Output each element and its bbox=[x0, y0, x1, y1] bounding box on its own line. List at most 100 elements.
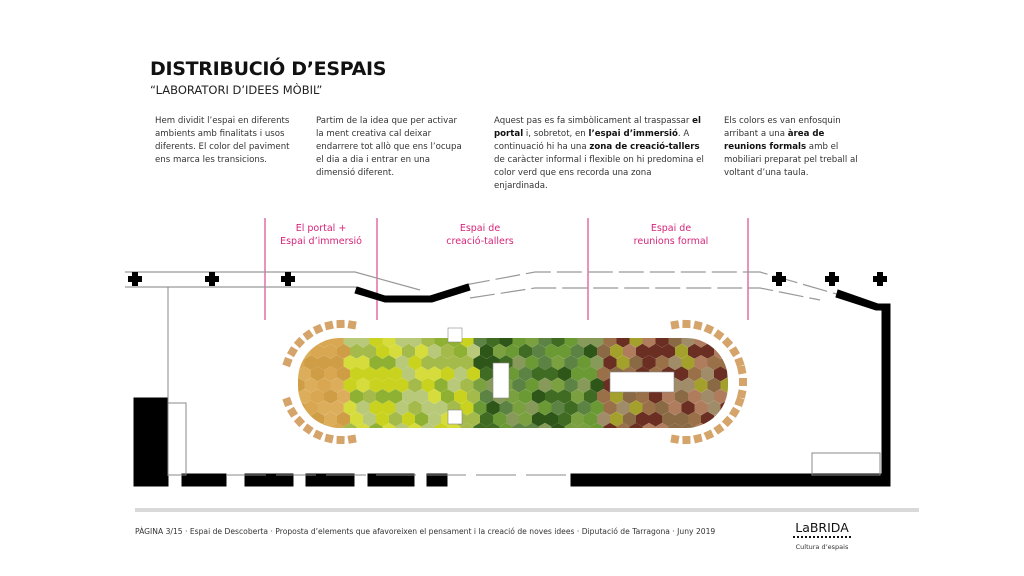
floor-hex-tile bbox=[747, 378, 760, 393]
bench-seat bbox=[734, 396, 745, 407]
bench-seat bbox=[302, 329, 314, 341]
floor-hex-tile bbox=[597, 389, 610, 404]
floor-hex-tile bbox=[356, 422, 370, 428]
floor-hex-tile bbox=[701, 343, 714, 359]
floor-hex-tile bbox=[623, 411, 636, 427]
floor-hex-tile bbox=[330, 355, 344, 371]
floor-hex-tile bbox=[590, 338, 604, 348]
floor-hex-tile bbox=[363, 411, 376, 427]
bench-seat bbox=[302, 423, 314, 435]
table bbox=[492, 362, 510, 399]
floor-hex-tile bbox=[441, 366, 454, 382]
zone-label-line: Espai de bbox=[459, 223, 501, 234]
floor-hex-tile bbox=[350, 411, 363, 427]
pillar-icon bbox=[772, 272, 786, 286]
floor-hex-tile bbox=[493, 411, 506, 427]
floor-hex-tile bbox=[395, 400, 409, 416]
floor-hex-tile bbox=[681, 400, 695, 416]
paragraph-1: Hem dividit l’espai en diferents ambient… bbox=[155, 115, 295, 167]
floor-hex-tile bbox=[714, 366, 727, 382]
paragraph-text: i, sobretot, en bbox=[523, 129, 589, 139]
floor-hex-tile bbox=[532, 343, 545, 359]
wall-bottom bbox=[181, 473, 227, 487]
floor-hex-tile bbox=[597, 366, 610, 382]
floor-hex-tile bbox=[668, 400, 682, 416]
floor-hex-tile bbox=[734, 333, 747, 348]
floor-hex-tile bbox=[324, 389, 337, 404]
floor-hex-tile bbox=[324, 366, 337, 382]
floor-hex-tile bbox=[616, 338, 630, 348]
floor-hex-tile bbox=[382, 355, 396, 371]
paragraph-text: Partim de la idea que per activar la men… bbox=[316, 116, 462, 178]
floor-hex-tile bbox=[493, 343, 506, 359]
floor-hex-tile bbox=[577, 422, 591, 428]
floor-hex-tile bbox=[545, 411, 558, 427]
floor-hex-tile bbox=[356, 355, 370, 371]
floor-hex-tile bbox=[519, 389, 532, 404]
floor-hex-tile bbox=[564, 355, 578, 371]
floor-hex-tile bbox=[603, 422, 617, 428]
floor-hex-tile bbox=[421, 422, 435, 428]
floor-hex-tile bbox=[324, 343, 337, 359]
wall-bottom bbox=[570, 473, 890, 487]
floor-hex-tile bbox=[337, 389, 350, 404]
floor-hex-tile bbox=[636, 389, 649, 404]
floor-hex-tile bbox=[402, 366, 415, 382]
wall-bottom bbox=[244, 473, 294, 487]
floor-hex-tile bbox=[460, 338, 474, 348]
floor-hex-tile bbox=[369, 422, 383, 428]
floor-hex-tile bbox=[363, 343, 376, 359]
floor-hex-tile bbox=[480, 366, 493, 382]
bench-seat bbox=[336, 319, 345, 329]
floor-hex-tile bbox=[564, 338, 578, 348]
floor-hex-tile bbox=[538, 400, 552, 416]
floor-hex-tile bbox=[512, 338, 526, 348]
floor-hex-tile bbox=[558, 389, 571, 404]
floor-hex-tile bbox=[363, 366, 376, 382]
floor-hex-tile bbox=[577, 400, 591, 416]
floor-hex-tile bbox=[402, 389, 415, 404]
bench-seat bbox=[728, 346, 740, 358]
floor-hex-tile bbox=[298, 389, 311, 404]
floor-hex-tile bbox=[486, 400, 500, 416]
zone-label-line: creació-tallers bbox=[446, 236, 514, 247]
floor-hex-tile bbox=[304, 377, 318, 393]
floor-hex-tile bbox=[343, 400, 357, 416]
floor-hex-tile bbox=[395, 338, 409, 348]
footer-text: PÀGINA 3/15 · Espai de Descoberta · Prop… bbox=[135, 527, 716, 536]
bench-seats bbox=[282, 319, 747, 445]
floor-hex-tile bbox=[389, 343, 402, 359]
floor-hex-tile bbox=[343, 355, 357, 371]
bench-seat bbox=[336, 435, 345, 445]
floor-hex-tile bbox=[434, 355, 448, 371]
bench-seat bbox=[347, 434, 357, 444]
floor-hex-tile bbox=[421, 355, 435, 371]
floor-hex-tile bbox=[675, 411, 688, 427]
zone-label-line: Espai de bbox=[650, 223, 692, 234]
bench-seat bbox=[703, 323, 715, 335]
bench-seat bbox=[287, 346, 299, 358]
floor-hex-tile bbox=[389, 411, 402, 427]
floor-hex-tile bbox=[382, 400, 396, 416]
logo-name: LaBRIDA bbox=[795, 520, 849, 535]
pillar-icon bbox=[873, 272, 887, 286]
floor-hex-tile bbox=[350, 343, 363, 359]
floor-hex-tile bbox=[642, 338, 656, 348]
bench-seat bbox=[736, 389, 747, 399]
floor-hex-tile bbox=[395, 355, 409, 371]
floor-hex-tile bbox=[525, 355, 539, 371]
floor-hex-tile bbox=[317, 377, 331, 393]
floor-hex-tile bbox=[395, 377, 409, 393]
floor-hex-tile bbox=[564, 422, 578, 428]
pillar-icon bbox=[825, 272, 839, 286]
floor-hex-tile bbox=[688, 411, 701, 427]
bench-seat bbox=[739, 378, 747, 386]
zone-label-reunions: Espai de reunions formal bbox=[606, 222, 736, 248]
floor-hex-tile bbox=[551, 377, 565, 393]
paragraph-4: Els colors es van enfosquin arribant a u… bbox=[724, 115, 864, 180]
pillars bbox=[128, 272, 887, 286]
floor-hex-tile bbox=[298, 377, 305, 393]
floor-hex-tile bbox=[356, 377, 370, 393]
paragraph-2: Partim de la idea que per activar la men… bbox=[316, 115, 466, 180]
floor-hex-tile bbox=[590, 400, 604, 416]
